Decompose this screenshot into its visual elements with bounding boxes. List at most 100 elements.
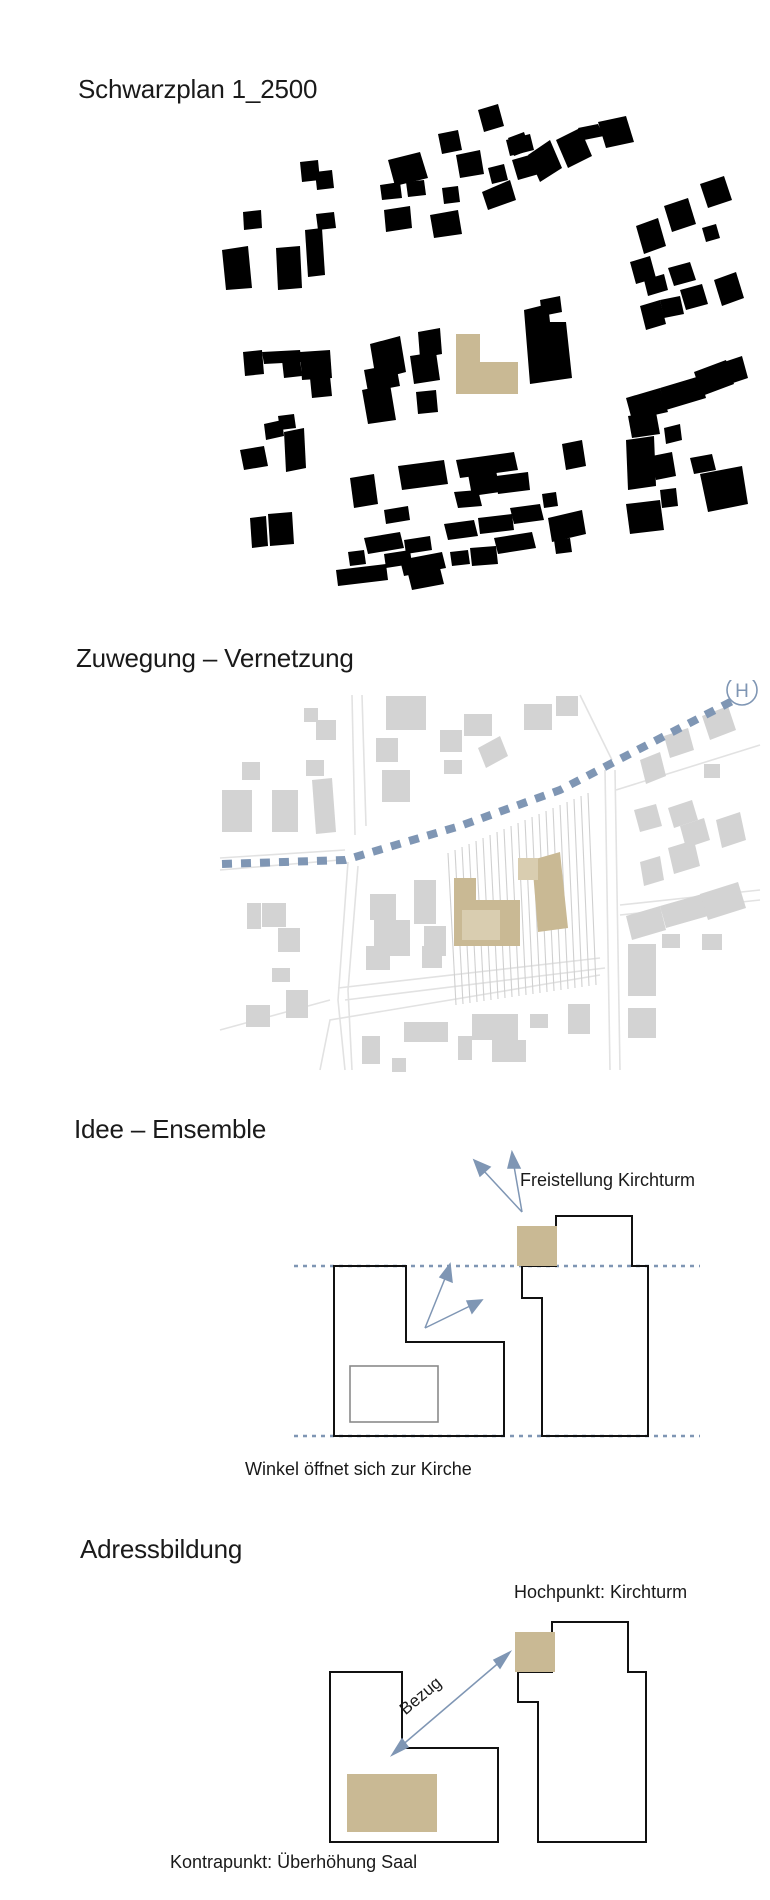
relation-label: Bezug: [396, 1673, 445, 1719]
building: [438, 130, 462, 154]
building: [300, 160, 320, 182]
bus-stop-circle: [726, 680, 758, 706]
building: [222, 246, 252, 290]
building: [384, 206, 412, 232]
building: [478, 104, 504, 132]
building: [392, 1058, 406, 1072]
site-building: [456, 334, 518, 394]
building: [664, 424, 682, 444]
building: [626, 906, 666, 940]
path-connection: [221, 692, 744, 868]
building: [716, 812, 746, 848]
building: [243, 350, 264, 376]
building: [315, 170, 334, 190]
building: [478, 736, 508, 768]
building: [408, 568, 444, 590]
building: [388, 152, 428, 186]
building: [282, 358, 302, 378]
building: [370, 894, 396, 920]
building: [386, 696, 426, 730]
hall-outline: [349, 1365, 439, 1423]
ensemble-diagram: [294, 1150, 700, 1438]
building: [222, 790, 252, 832]
building: [406, 180, 426, 197]
building: [660, 296, 684, 318]
building: [470, 546, 498, 566]
building: [540, 296, 562, 316]
building: [510, 504, 544, 524]
building: [382, 770, 410, 802]
figure-ground-plan: [222, 104, 748, 590]
building: [380, 182, 402, 200]
building: [376, 738, 398, 762]
building: [700, 882, 746, 920]
raised-hall: [347, 1774, 437, 1832]
building: [660, 488, 678, 508]
building: [660, 894, 708, 928]
bus-stop-symbol: H: [735, 681, 749, 702]
building: [664, 198, 696, 232]
building: [243, 210, 262, 230]
building: [414, 880, 436, 924]
building: [348, 550, 366, 566]
building: [247, 903, 261, 929]
building: [528, 140, 562, 182]
building: [554, 538, 572, 554]
site-buildings: [454, 852, 568, 946]
building: [366, 946, 390, 970]
building: [542, 492, 558, 508]
building: [652, 452, 676, 480]
label-tower-clearance: Freistellung Kirchturm: [520, 1170, 696, 1190]
arrows: [424, 1150, 523, 1329]
building: [264, 420, 284, 440]
building: [440, 730, 462, 752]
building: [714, 272, 744, 306]
building: [278, 928, 300, 952]
building: [702, 224, 720, 242]
building: [568, 1004, 590, 1034]
building: [630, 256, 656, 284]
building: [628, 944, 656, 996]
building: [316, 720, 336, 740]
building: [628, 1008, 656, 1038]
building: [444, 520, 478, 540]
building: [305, 228, 325, 277]
building: [364, 532, 404, 554]
building: [472, 1014, 518, 1040]
building: [660, 376, 706, 410]
building: [640, 752, 666, 784]
church-tower: [515, 1632, 555, 1672]
building: [508, 132, 530, 156]
building: [664, 728, 694, 758]
building: [578, 124, 604, 140]
building: [398, 460, 448, 490]
building: [718, 356, 748, 386]
building: [304, 708, 318, 722]
building: [250, 516, 268, 548]
building: [384, 506, 410, 524]
building: [272, 790, 298, 832]
building: [492, 1040, 526, 1062]
building: [488, 164, 508, 184]
building: [410, 352, 440, 384]
building: [350, 474, 378, 508]
building: [690, 454, 716, 474]
building: [242, 762, 260, 780]
idee-title: Idee – Ensemble: [74, 1114, 267, 1144]
building: [306, 760, 324, 776]
building: [482, 180, 516, 210]
building: [704, 764, 720, 778]
building: [454, 490, 482, 508]
building: [700, 466, 748, 512]
building: [362, 384, 396, 424]
building: [262, 903, 286, 927]
building: [268, 512, 294, 546]
building: [556, 696, 578, 716]
building: [404, 1022, 448, 1042]
building: [336, 564, 388, 586]
building: [700, 176, 732, 208]
adress-title: Adressbildung: [80, 1534, 243, 1564]
building: [548, 510, 586, 542]
building: [628, 412, 660, 438]
building: [668, 800, 698, 828]
